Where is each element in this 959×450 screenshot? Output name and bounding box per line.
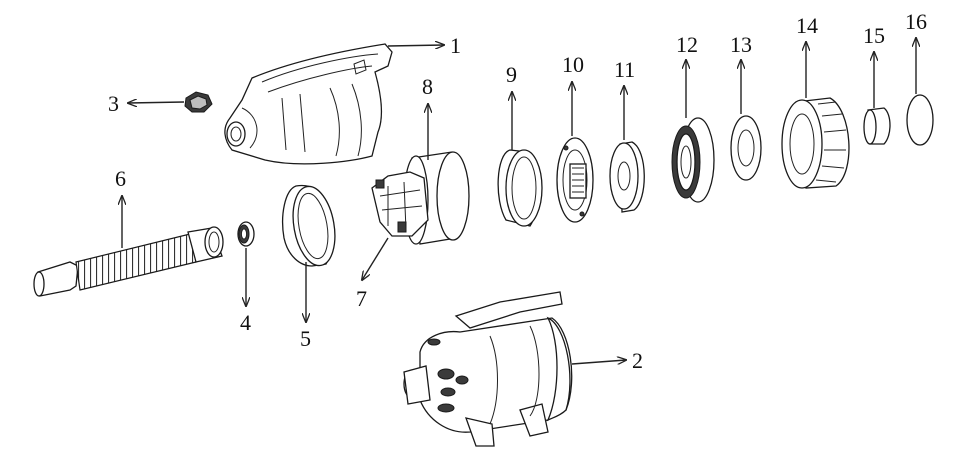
callout-1: 1 — [450, 33, 461, 58]
callout-labels: 1 2 3 4 5 6 7 8 9 10 11 12 13 14 15 16 — [108, 9, 927, 373]
callout-6: 6 — [115, 166, 126, 191]
callout-15: 15 — [863, 23, 885, 48]
part-2-lower-housing — [403, 291, 573, 447]
part-15-filter-sleeve — [863, 107, 891, 145]
part-13-washer — [730, 115, 762, 181]
part-7-8-motor — [371, 151, 470, 245]
part-1-upper-housing — [224, 43, 393, 165]
part-9-sealing-ring — [497, 149, 543, 227]
leader-lines — [122, 38, 916, 365]
callout-13: 13 — [730, 32, 752, 57]
part-5-gasket — [281, 184, 336, 267]
callout-4: 4 — [240, 310, 251, 335]
leader-7 — [362, 237, 389, 280]
leader-1 — [387, 45, 444, 46]
part-14-rear-cap — [781, 97, 850, 189]
part-12-bracket — [671, 117, 715, 203]
callout-3: 3 — [108, 91, 119, 116]
part-16-filter-disc — [906, 94, 934, 146]
part-6-hose — [33, 226, 224, 297]
callout-11: 11 — [614, 57, 635, 82]
callout-10: 10 — [562, 52, 584, 77]
callout-12: 12 — [676, 32, 698, 57]
callout-2: 2 — [632, 348, 643, 373]
leader-2 — [571, 360, 626, 365]
callout-9: 9 — [506, 62, 517, 87]
part-4-nut — [237, 221, 255, 247]
callout-16: 16 — [905, 9, 927, 34]
part-10-fan-plate — [556, 137, 594, 223]
callout-7: 7 — [356, 286, 367, 311]
part-11-foam-ring — [609, 141, 645, 213]
part-3-knob — [184, 91, 213, 113]
callout-8: 8 — [422, 74, 433, 99]
callout-14: 14 — [796, 13, 818, 38]
leader-3 — [128, 102, 185, 103]
callout-5: 5 — [300, 326, 311, 351]
